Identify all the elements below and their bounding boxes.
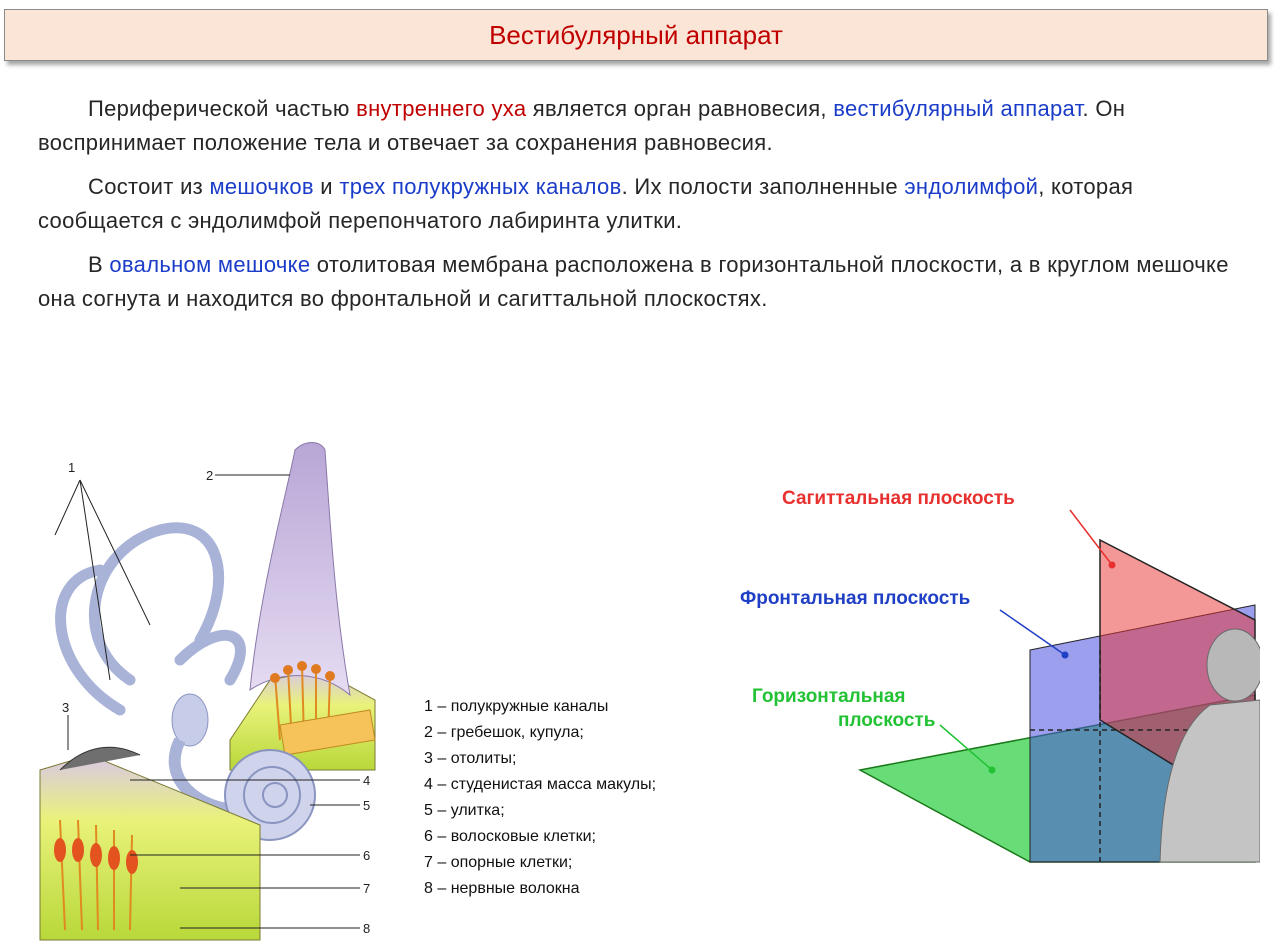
callout-4: 4 bbox=[363, 773, 370, 788]
legend-list: 1 – полукружные каналы 2 – гребешок, куп… bbox=[424, 694, 656, 902]
callout-7: 7 bbox=[363, 881, 370, 896]
body-text: Периферической частью внутреннего уха яв… bbox=[38, 92, 1238, 326]
term-semicircular-canals: трех полукружных каналов bbox=[339, 174, 622, 199]
sagittal-label: Сагиттальная плоскость bbox=[782, 488, 1015, 509]
legend-item: 3 – отолиты; bbox=[424, 750, 517, 767]
paragraph-2: Состоит из мешочков и трех полукружных к… bbox=[38, 170, 1238, 238]
paragraph-3: В овальном мешочке отолитовая мембрана р… bbox=[38, 248, 1238, 316]
term-vestibular-apparatus: вестибулярный аппарат bbox=[833, 96, 1083, 121]
legend-item: 4 – студенистая масса макулы; bbox=[424, 776, 657, 793]
text-span: , которая сообщается с эндолимфой перепо… bbox=[38, 174, 1134, 233]
callout-2: 2 bbox=[206, 468, 213, 483]
text-span: Состоит из bbox=[88, 174, 210, 199]
term-inner-ear: внутреннего уха bbox=[356, 96, 527, 121]
title-bar: Вестибулярный аппарат bbox=[4, 9, 1268, 61]
inner-ear-illustration: 1 2 3 4 5 6 7 8 bbox=[39, 442, 376, 941]
text-span: В bbox=[88, 252, 110, 277]
legend-item: 5 – улитка; bbox=[424, 802, 505, 819]
term-endolymph: эндолимфой bbox=[904, 174, 1039, 199]
human-figure bbox=[1159, 628, 1260, 863]
legend-item: 2 – гребешок, купула; bbox=[424, 724, 584, 741]
text-span: отолитовая мембрана расположена в горизо… bbox=[38, 252, 1229, 311]
callout-1: 1 bbox=[68, 460, 75, 475]
text-span: . Он воспринимает положение тела и отвеч… bbox=[38, 96, 1126, 155]
callout-8: 8 bbox=[363, 921, 370, 936]
text-span: является орган равновесия, bbox=[526, 96, 834, 121]
callout-5: 5 bbox=[363, 798, 370, 813]
callout-6: 6 bbox=[363, 848, 370, 863]
text-span: . Их полости заполненные bbox=[621, 174, 905, 199]
callout-3: 3 bbox=[62, 700, 69, 715]
horizontal-label-line1: Горизонтальная bbox=[752, 686, 906, 707]
term-oval-sac: овальном мешочке bbox=[109, 252, 311, 277]
body-planes-illustration: Сагиттальная плоскость Фронтальная плоск… bbox=[740, 488, 1260, 863]
legend-item: 1 – полукружные каналы bbox=[424, 698, 609, 715]
text-span: Периферической частью bbox=[88, 96, 357, 121]
text-span: и bbox=[313, 174, 340, 199]
frontal-label: Фронтальная плоскость bbox=[740, 588, 970, 609]
legend-item: 7 – опорные клетки; bbox=[424, 854, 573, 871]
page-title: Вестибулярный аппарат bbox=[489, 19, 783, 50]
legend-item: 8 – нервные волокна bbox=[424, 880, 580, 897]
term-sacs: мешочков bbox=[209, 174, 314, 199]
legend-item: 6 – волосковые клетки; bbox=[424, 828, 596, 845]
paragraph-1: Периферической частью внутреннего уха яв… bbox=[38, 92, 1238, 160]
horizontal-label-line2: плоскость bbox=[838, 710, 935, 731]
